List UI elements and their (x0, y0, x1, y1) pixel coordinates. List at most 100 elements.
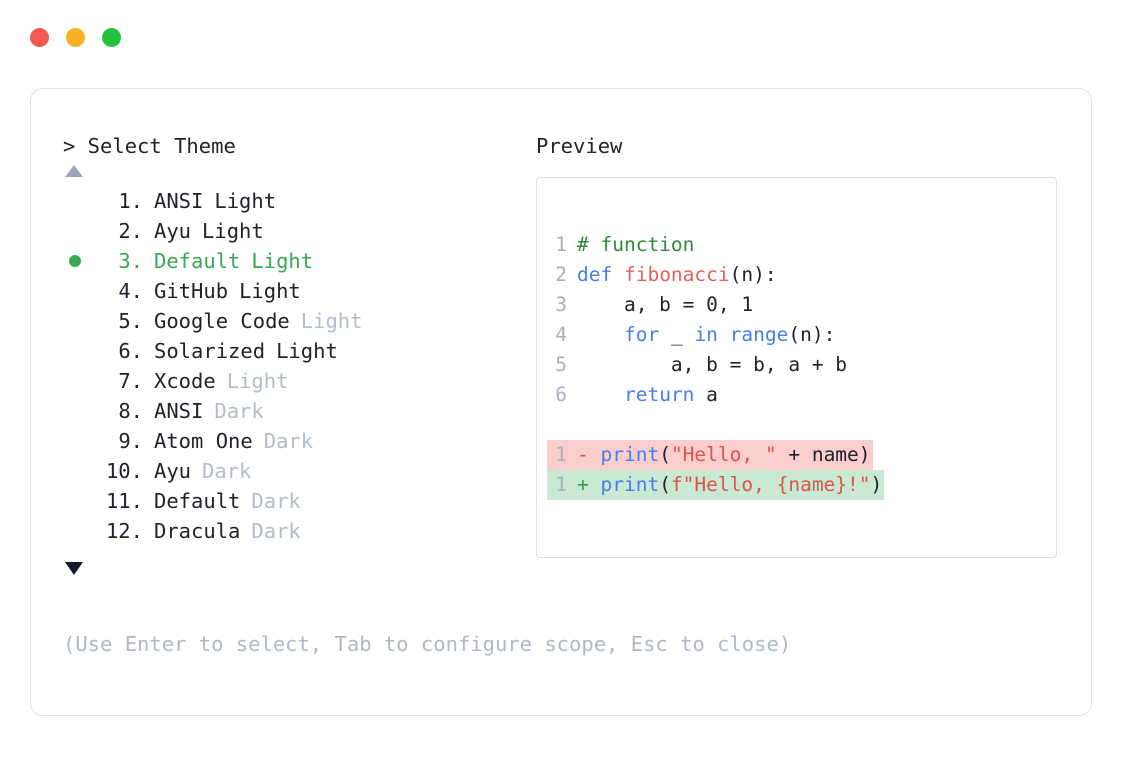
code-token: ( (659, 473, 671, 496)
theme-item-name: Solarized (154, 339, 266, 363)
theme-item-index: 7. (118, 369, 143, 393)
code-line: 4 for _ in range(n): (547, 320, 1050, 350)
close-button[interactable] (30, 28, 49, 47)
theme-list-item[interactable]: 12. Dracula Dark (63, 516, 533, 546)
minimize-button[interactable] (66, 28, 85, 47)
theme-item-name: Default (154, 249, 241, 273)
code-token: (n): (729, 263, 777, 286)
code-token: ( (659, 443, 671, 466)
theme-item-index: 11. (105, 489, 143, 513)
diff-marker: + (577, 473, 601, 496)
code-token: in range (694, 323, 789, 346)
theme-item-index: 6. (118, 339, 143, 363)
code-token: a, b = b, a + b (577, 353, 848, 376)
code-line: 3 a, b = 0, 1 (547, 290, 1050, 320)
theme-item-name: Ayu (154, 219, 192, 243)
code-token: (n): (788, 323, 836, 346)
code-spacer (547, 410, 1050, 440)
code-line: 5 a, b = b, a + b (547, 350, 1050, 380)
code-line-number: 4 (555, 323, 567, 346)
theme-item-name: Google Code (154, 309, 290, 333)
code-line-number: 1 (555, 233, 567, 256)
theme-list-item[interactable]: 4. GitHub Light (63, 276, 533, 306)
window-traffic-lights (30, 28, 121, 47)
theme-list-item[interactable]: 5. Google Code Light (63, 306, 533, 336)
theme-item-index: 5. (118, 309, 143, 333)
selected-bullet-icon (69, 255, 81, 267)
triangle-up-icon[interactable] (65, 165, 83, 177)
keyboard-hint: (Use Enter to select, Tab to configure s… (63, 632, 792, 656)
diff-added-line: 1 + print(f"Hello, {name}!") (547, 470, 1050, 500)
theme-item-index: 8. (118, 399, 143, 423)
code-line-number: 5 (555, 353, 567, 376)
code-token: "Hello, " (670, 443, 777, 466)
code-line-number: 2 (555, 263, 567, 286)
code-token: print (600, 443, 660, 466)
code-token: _ (659, 323, 695, 346)
theme-item-name: Xcode (154, 369, 216, 393)
theme-list-item[interactable]: 7. Xcode Light (63, 366, 533, 396)
theme-item-name: Default (154, 489, 241, 513)
theme-item-index: 4. (118, 279, 143, 303)
diff-marker: - (577, 443, 601, 466)
code-token: fibonacci (623, 263, 730, 286)
code-token: def (577, 263, 624, 286)
code-token: f"Hello, {name}!" (670, 473, 871, 496)
theme-item-variant: Dark (202, 459, 252, 483)
theme-list-item[interactable]: 6. Solarized Light (63, 336, 533, 366)
code-line-number: 3 (555, 293, 567, 316)
code-token: a, b = 0, 1 (577, 293, 754, 316)
theme-item-name: ANSI (154, 399, 204, 423)
diff-removed-line: 1- print("Hello, " + name) (547, 440, 1050, 470)
selection-indicator-slot (63, 255, 97, 267)
code-token (577, 383, 624, 406)
code-token: return (623, 383, 695, 406)
theme-item-variant: Light (202, 219, 264, 243)
theme-list-item[interactable]: 3. Default Light (63, 246, 533, 276)
diff-highlight: 1 + print(f"Hello, {name}!") (547, 470, 885, 500)
theme-item-variant: Light (300, 309, 363, 333)
theme-item-variant: Light (214, 189, 277, 213)
diff-line-number: 1 (555, 473, 567, 496)
theme-item-index: 3. (118, 249, 143, 273)
theme-list-item[interactable]: 10. Ayu Dark (63, 456, 533, 486)
theme-item-name: Atom One (154, 429, 253, 453)
theme-item-variant: Light (239, 279, 301, 303)
theme-item-variant: Dark (251, 519, 301, 543)
theme-item-variant: Light (251, 249, 314, 273)
code-line-number: 6 (555, 383, 567, 406)
theme-item-index: 12. (105, 519, 143, 543)
diff-highlight: 1- print("Hello, " + name) (547, 440, 873, 470)
code-token: for (623, 323, 660, 346)
select-theme-prompt: > Select Theme (63, 134, 236, 158)
theme-item-name: GitHub (154, 279, 229, 303)
code-token: ) (870, 473, 883, 496)
theme-item-variant: Light (226, 369, 289, 393)
theme-list-item[interactable]: 2. Ayu Light (63, 216, 533, 246)
theme-item-name: Dracula (154, 519, 241, 543)
preview-label: Preview (536, 134, 623, 158)
theme-item-index: 2. (118, 219, 143, 243)
theme-item-index: 9. (118, 429, 143, 453)
theme-item-variant: Light (276, 339, 338, 363)
code-token: a (694, 383, 718, 406)
theme-item-name: Ayu (154, 459, 192, 483)
code-line: 1# function (547, 230, 1050, 260)
code-token: print (600, 473, 660, 496)
theme-item-index: 10. (105, 459, 143, 483)
triangle-down-icon[interactable] (65, 562, 83, 575)
diff-line-number: 1 (555, 443, 567, 466)
theme-item-name: ANSI (154, 189, 204, 213)
maximize-button[interactable] (102, 28, 121, 47)
